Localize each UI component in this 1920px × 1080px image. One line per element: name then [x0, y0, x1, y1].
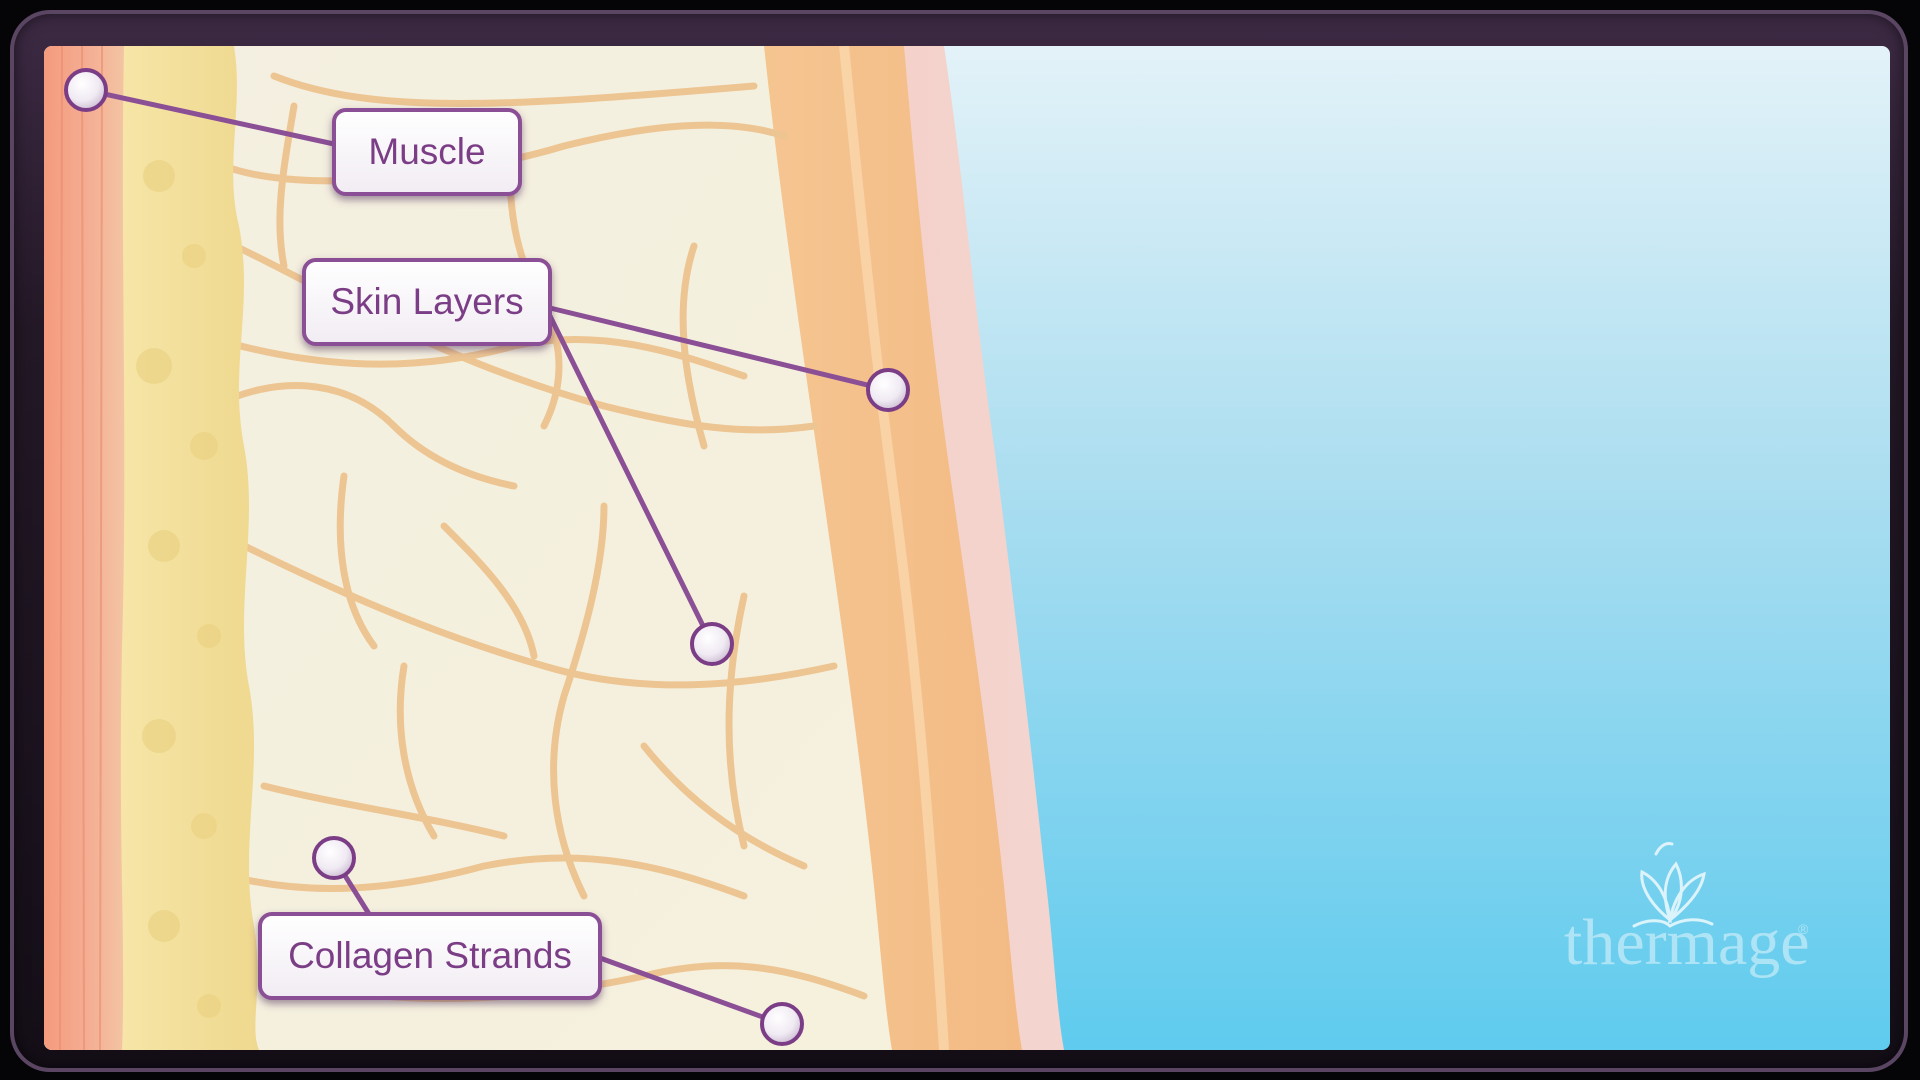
skin-layers-marker-dot-dermis [868, 370, 908, 410]
skin-diagram-screen: Muscle Skin Layers Collagen Strands [44, 46, 1890, 1050]
collagen-strands-label-text: Collagen Strands [288, 935, 572, 976]
skin-layers-label-text: Skin Layers [330, 281, 523, 322]
collagen-strands-label: Collagen Strands [260, 914, 600, 998]
brand-wordmark: thermage [1564, 906, 1810, 979]
skin-layers-label: Skin Layers [304, 260, 550, 344]
collagen-marker-dot-lower [762, 1004, 802, 1044]
muscle-marker-dot [66, 70, 106, 110]
muscle-label-text: Muscle [368, 131, 485, 172]
collagen-marker-dot-upper [314, 838, 354, 878]
skin-cross-section-diagram: Muscle Skin Layers Collagen Strands [44, 46, 1890, 1050]
muscle-label: Muscle [334, 110, 520, 194]
skin-layers-marker-dot-tissue [692, 624, 732, 664]
brand-registered-mark: ® [1798, 921, 1809, 937]
